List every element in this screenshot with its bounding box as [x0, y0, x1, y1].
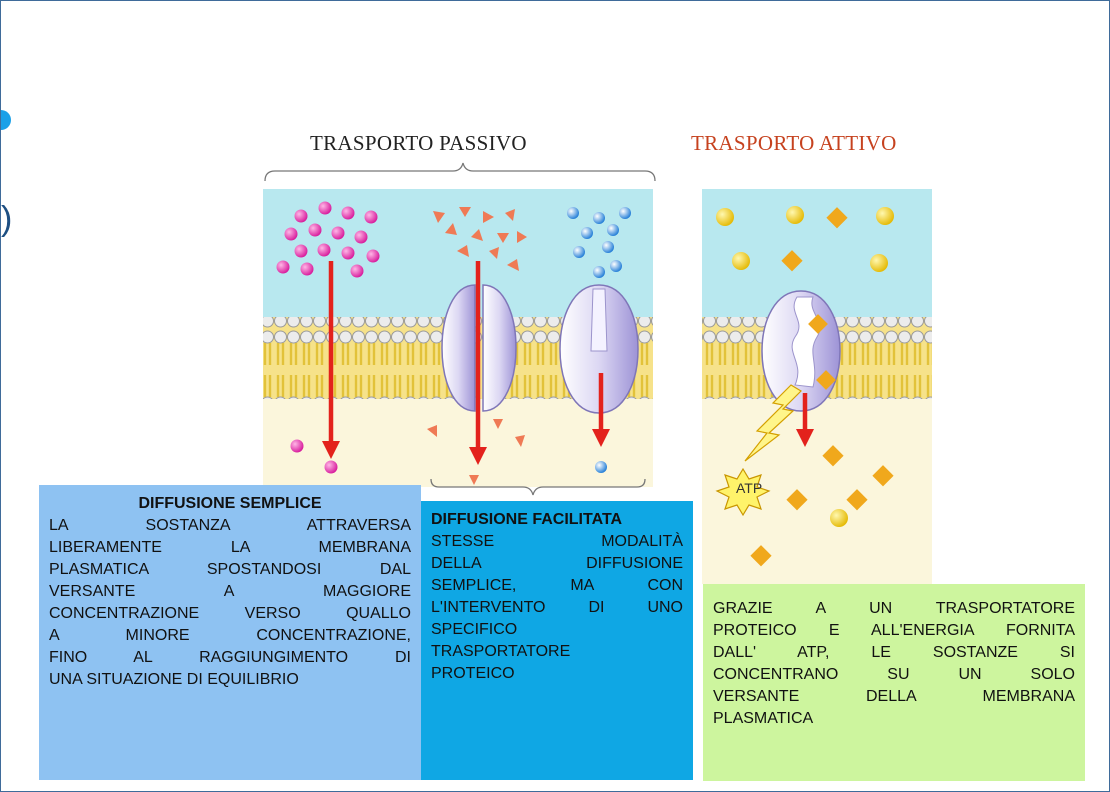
text-line: PROTEICO [431, 665, 515, 682]
simple-diffusion-box: DIFFUSIONE SEMPLICE LA SOSTANZA ATTRAVER… [39, 485, 421, 780]
text-line: DELLA DIFFUSIONE [431, 555, 683, 572]
text-line: DALL' ATP, LE SOSTANZE SI [713, 644, 1075, 661]
text-line: PLASMATICA [713, 710, 814, 727]
text-line: PLASMATICA SPOSTANDOSI DAL [49, 561, 411, 578]
passive-brace [264, 162, 656, 182]
channel-arrow [592, 373, 610, 447]
text-line: UNA SITUAZIONE DI EQUILIBRIO [49, 671, 299, 688]
active-transport-arrow [796, 393, 814, 447]
text-line: GRAZIE A UN TRASPORTATORE [713, 600, 1075, 617]
facilitated-solutes [427, 207, 527, 485]
active-transport-header: TRASPORTO ATTIVO [691, 131, 897, 155]
facilitated-brace [430, 478, 646, 496]
text-line: SPECIFICO [431, 621, 518, 638]
pump-protein [761, 290, 841, 412]
text-line: PROTEICO E ALL'ENERGIA FORNITA [713, 622, 1075, 639]
simple-diffusion-arrow [322, 261, 340, 459]
carrier-protein [441, 284, 517, 412]
atp-label: ATP [736, 480, 763, 496]
text-line: A MINORE CONCENTRAZIONE, [49, 627, 411, 644]
text-line: CONCENTRAZIONE VERSO QUALLO [49, 605, 411, 622]
facilitated-diffusion-box: DIFFUSIONE FACILITATA STESSE MODALITÀ DE… [421, 501, 693, 780]
active-solutes-outside [716, 206, 894, 272]
text-line: CONCENTRANO SU UN SOLO [713, 666, 1075, 683]
passive-transport-header: TRASPORTO PASSIVO [310, 131, 527, 155]
text-line: TRASPORTATORE [431, 643, 571, 660]
text-line: L'INTERVENTO DI UNO [431, 599, 683, 616]
edge-glyph: ) [1, 200, 13, 238]
atp-starburst-icon [715, 467, 771, 517]
text-line: LA SOSTANZA ATTRAVERSA [49, 517, 411, 534]
bullet-dot-icon [1, 110, 11, 130]
text-line: LIBERAMENTE LA MEMBRANA [49, 539, 411, 556]
text-line: SEMPLICE, MA CON [431, 577, 683, 594]
facilitated-diffusion-title: DIFFUSIONE FACILITATA [431, 511, 623, 528]
text-line: FINO AL RAGGIUNGIMENTO DI [49, 649, 411, 666]
simple-diffusion-text: LA SOSTANZA ATTRAVERSA LIBERAMENTE LA ME… [49, 515, 411, 691]
active-transport-text: GRAZIE A UN TRASPORTATORE PROTEICO E ALL… [713, 598, 1075, 730]
simple-diffusion-solutes [276, 201, 380, 474]
facilitated-diffusion-text: STESSE MODALITÀ DELLA DIFFUSIONE SEMPLIC… [431, 531, 683, 685]
active-transport-box: GRAZIE A UN TRASPORTATORE PROTEICO E ALL… [703, 584, 1085, 781]
text-line: VERSANTE A MAGGIORE [49, 583, 411, 600]
facilitated-diffusion-arrow [469, 261, 487, 465]
energy-bolt-icon [744, 384, 802, 462]
text-line: STESSE MODALITÀ [431, 533, 683, 550]
simple-diffusion-title: DIFFUSIONE SEMPLICE [138, 495, 322, 512]
active-solutes-inside [750, 445, 894, 567]
text-line: VERSANTE DELLA MEMBRANA [713, 688, 1075, 705]
